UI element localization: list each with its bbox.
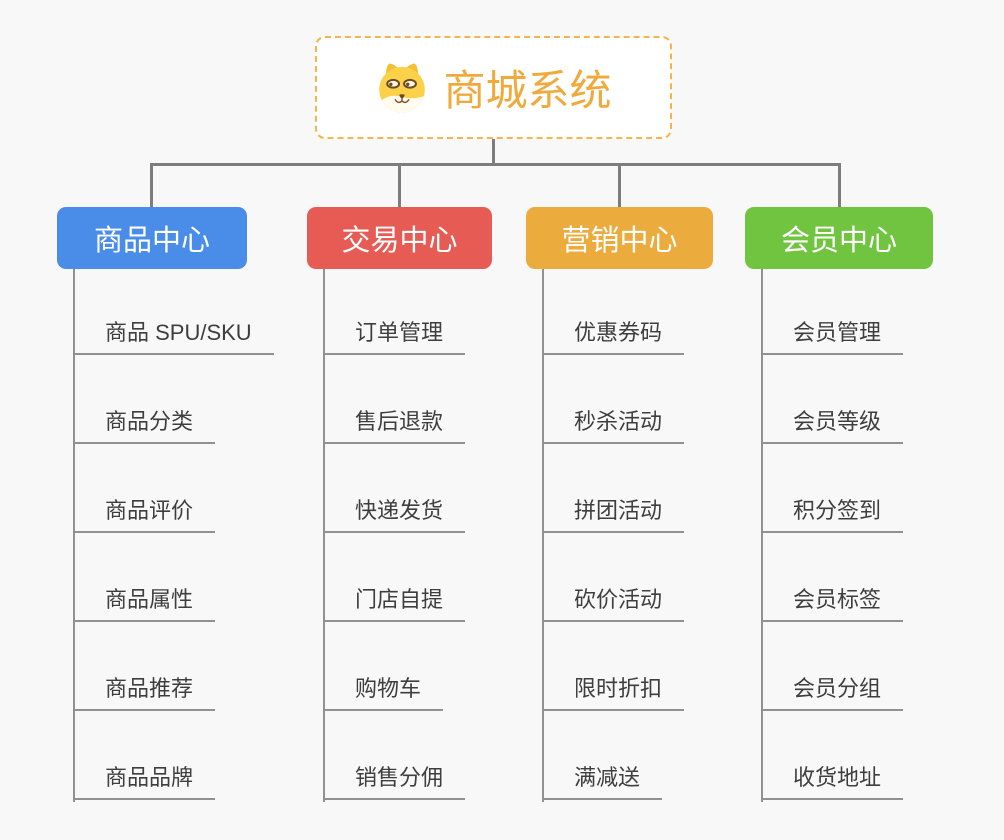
branch-trunk-line (73, 269, 75, 802)
leaf-node[interactable]: 商品 SPU/SKU (73, 318, 274, 355)
connector-root-stem (492, 137, 495, 166)
leaf-node[interactable]: 购物车 (323, 674, 444, 711)
leaf-node[interactable]: 销售分佣 (323, 763, 466, 800)
connector-drop-line (838, 164, 841, 208)
root-node[interactable]: 商城系统 (315, 36, 672, 139)
root-node-title: 商城系统 (443, 67, 612, 114)
leaf-node[interactable]: 门店自提 (323, 585, 466, 622)
leaf-node[interactable]: 会员标签 (761, 585, 904, 622)
dog-face-icon (375, 61, 429, 115)
leaf-node[interactable]: 商品评价 (73, 496, 216, 533)
leaf-node[interactable]: 拼团活动 (542, 496, 685, 533)
leaf-node[interactable]: 快递发货 (323, 496, 466, 533)
branch-node[interactable]: 交易中心 (307, 207, 492, 269)
branch-trunk-line (542, 269, 544, 802)
connector-drop-line (150, 164, 153, 208)
leaf-node[interactable]: 商品品牌 (73, 763, 216, 800)
leaf-node[interactable]: 秒杀活动 (542, 407, 685, 444)
connector-drop-line (398, 164, 401, 208)
leaf-node[interactable]: 订单管理 (323, 318, 466, 355)
leaf-node[interactable]: 商品属性 (73, 585, 216, 622)
leaf-node[interactable]: 优惠券码 (542, 318, 685, 355)
leaf-node[interactable]: 积分签到 (761, 496, 904, 533)
leaf-node[interactable]: 收货地址 (761, 763, 904, 800)
branch-trunk-line (323, 269, 325, 802)
connector-drop-line (618, 164, 621, 208)
leaf-node[interactable]: 商品推荐 (73, 674, 216, 711)
leaf-node[interactable]: 售后退款 (323, 407, 466, 444)
leaf-node[interactable]: 满减送 (542, 763, 663, 800)
leaf-node[interactable]: 砍价活动 (542, 585, 685, 622)
leaf-node[interactable]: 限时折扣 (542, 674, 685, 711)
connector-horizontal-bar (150, 163, 841, 166)
branch-node[interactable]: 营销中心 (526, 207, 713, 269)
leaf-node[interactable]: 会员等级 (761, 407, 904, 444)
leaf-node[interactable]: 会员分组 (761, 674, 904, 711)
branch-trunk-line (761, 269, 763, 802)
leaf-node[interactable]: 商品分类 (73, 407, 216, 444)
branch-node[interactable]: 商品中心 (57, 207, 247, 269)
leaf-node[interactable]: 会员管理 (761, 318, 904, 355)
branch-node[interactable]: 会员中心 (745, 207, 933, 269)
